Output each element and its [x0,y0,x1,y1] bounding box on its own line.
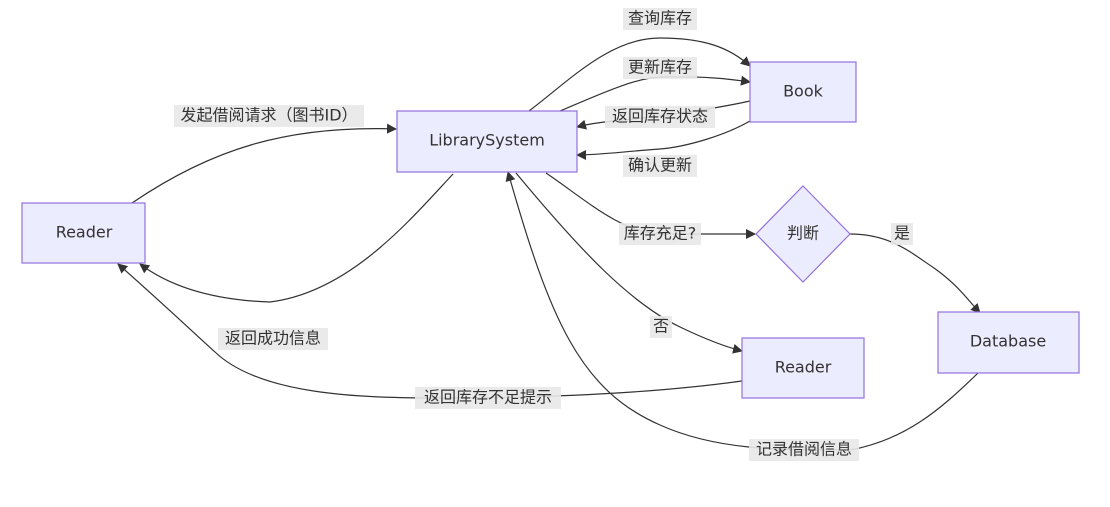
edge-return-insufficient [117,263,743,399]
label-confirm-update: 确认更新 [623,155,697,177]
svg-text:Reader: Reader [775,358,832,377]
edge-return-success [139,173,454,303]
svg-text:库存充足?: 库存充足? [624,224,697,243]
edge-labels: 发起借阅请求（图书ID） 查询库存 更新库存 返回库存状态 确认更新 库存充足?… [174,8,913,461]
label-query-stock: 查询库存 [623,8,697,30]
svg-text:确认更新: 确认更新 [628,156,692,175]
svg-text:Reader: Reader [56,223,113,242]
node-decision[interactable]: 判断 [755,185,851,283]
svg-text:判断: 判断 [787,224,819,243]
node-reader-right[interactable]: Reader [741,337,865,399]
svg-text:返回库存不足提示: 返回库存不足提示 [424,388,552,407]
label-update-stock: 更新库存 [623,57,697,79]
label-borrow-request: 发起借阅请求（图书ID） [174,105,364,127]
label-yes: 是 [891,223,913,245]
node-book[interactable]: Book [749,61,857,123]
svg-text:否: 否 [653,317,669,336]
node-database[interactable]: Database [937,311,1080,374]
edge-confirm-update [576,120,751,160]
svg-text:发起借阅请求（图书ID）: 发起借阅请求（图书ID） [180,106,357,125]
svg-text:记录借阅信息: 记录借阅信息 [756,440,852,459]
edge-borrow-request [131,123,397,204]
svg-text:返回库存状态: 返回库存状态 [612,107,708,126]
edge-no [515,172,743,354]
label-stock-sufficient: 库存充足? [619,223,701,245]
svg-text:返回成功信息: 返回成功信息 [225,329,321,348]
label-record-borrow: 记录借阅信息 [749,439,859,461]
label-return-success: 返回成功信息 [218,328,328,350]
svg-text:Database: Database [970,332,1046,351]
node-library-system[interactable]: LibrarySystem [396,110,578,173]
svg-text:Book: Book [783,82,824,101]
label-return-insufficient: 返回库存不足提示 [415,387,561,409]
edge-yes [849,233,981,314]
svg-text:是: 是 [894,224,910,243]
label-return-stock-status: 返回库存状态 [605,106,715,128]
edge-record-borrow [505,171,979,451]
svg-text:LibrarySystem: LibrarySystem [429,131,545,150]
nodes: Reader LibrarySystem Book 判断 Reader Data… [21,61,1080,399]
svg-text:更新库存: 更新库存 [628,58,692,77]
svg-text:查询库存: 查询库存 [628,9,692,28]
edge-query-stock [528,37,751,112]
edges [117,37,981,451]
node-reader-left[interactable]: Reader [21,202,146,264]
label-no: 否 [650,316,672,338]
